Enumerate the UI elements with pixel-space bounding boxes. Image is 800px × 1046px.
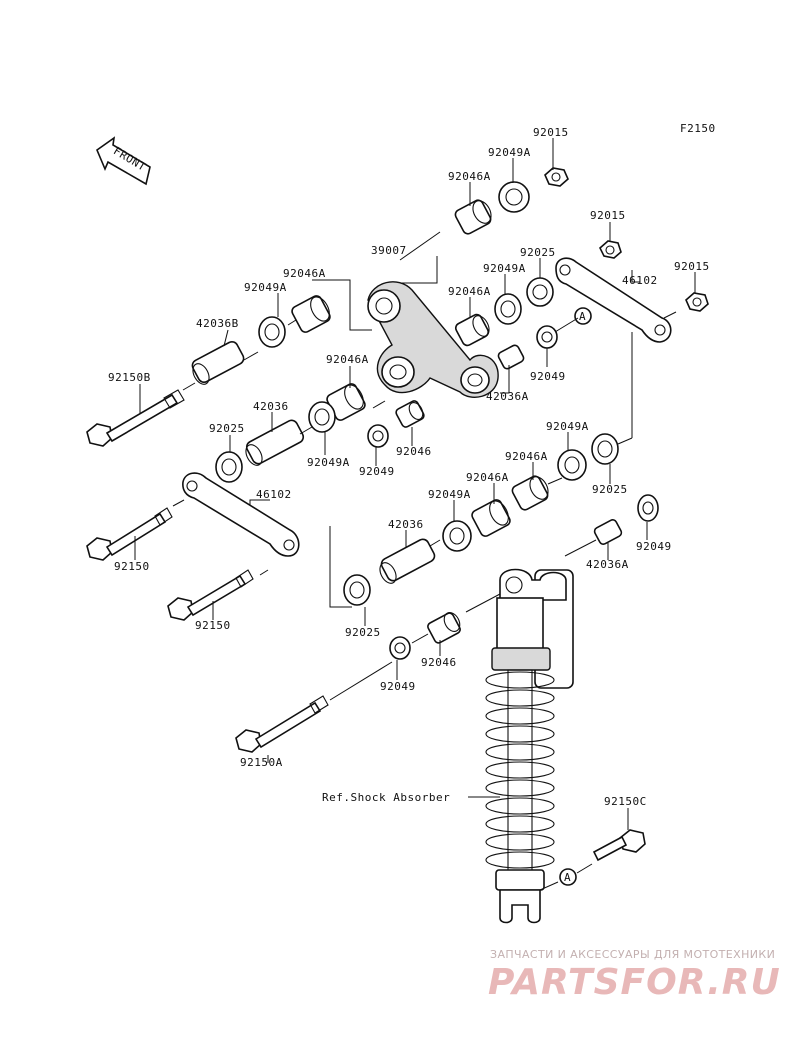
collar-42036a-upper xyxy=(497,344,525,370)
figure-code: F2150 xyxy=(680,122,716,135)
label-92025-right: 92025 xyxy=(592,483,628,496)
label-92049a-right: 92049A xyxy=(546,420,589,433)
leader-lines xyxy=(134,138,696,891)
shock-absorber xyxy=(485,568,574,924)
bolt-92150-lower xyxy=(167,569,254,621)
label-92025-lower: 92025 xyxy=(345,626,381,639)
label-92015-mid: 92015 xyxy=(590,209,626,222)
bearing-92046-center xyxy=(395,400,425,428)
washer-92049a-lower xyxy=(442,520,472,552)
bearing-92046a-lower xyxy=(471,499,511,537)
front-arrow-icon: FRONT xyxy=(96,136,151,186)
label-92049-lower: 92049 xyxy=(380,680,416,693)
bolt-92150-upper xyxy=(86,507,173,561)
label-92015-top: 92015 xyxy=(533,126,569,139)
label-92046a-lower: 92046A xyxy=(466,471,509,484)
label-92025-upper: 92025 xyxy=(520,246,556,259)
nut-92015-top xyxy=(544,167,569,187)
label-92046a-top: 92046A xyxy=(448,170,491,183)
collar-42036-lower xyxy=(379,538,436,584)
label-92046a-left-upper: 92046A xyxy=(283,267,326,280)
label-92049-center: 92049 xyxy=(359,465,395,478)
washer-92049a-upper xyxy=(494,293,522,325)
label-92150-lower: 92150 xyxy=(195,619,231,632)
label-92046a-mid: 92046A xyxy=(448,285,491,298)
washer-92049a-top xyxy=(498,181,530,213)
washer-92049-center xyxy=(367,424,389,448)
bolt-92150c xyxy=(592,829,646,862)
watermark-brand: PARTSFOR.RU xyxy=(488,962,781,1003)
label-92049-right: 92049 xyxy=(636,540,672,553)
label-46102-lower: 46102 xyxy=(256,488,292,501)
washer-92049-lower xyxy=(389,636,411,660)
washer-92025-upper xyxy=(526,277,554,307)
label-92046a-center: 92046A xyxy=(326,353,369,366)
nut-92015-right xyxy=(685,292,709,312)
label-42036a-lower: 42036A xyxy=(586,558,629,571)
label-92150b: 92150B xyxy=(108,371,151,384)
label-92046-center: 92046 xyxy=(396,445,432,458)
washer-92049-right xyxy=(637,494,659,522)
label-92049a-lower: 92049A xyxy=(428,488,471,501)
collar-42036b xyxy=(191,340,245,385)
callout-a-upper-label: A xyxy=(579,310,586,323)
label-92046a-right: 92046A xyxy=(505,450,548,463)
callout-a-lower: A xyxy=(559,868,577,886)
bearing-92046a-left-upper xyxy=(291,295,331,333)
washer-92049-upper xyxy=(536,325,558,349)
label-42036a-upper: 42036A xyxy=(486,390,529,403)
watermark-tagline: ЗАПЧАСТИ И АКСЕССУАРЫ ДЛЯ МОТОТЕХНИКИ xyxy=(490,948,776,961)
label-92049a-center: 92049A xyxy=(307,456,350,469)
bearing-92046a-top xyxy=(454,199,492,235)
washer-92049a-right xyxy=(557,449,587,481)
bearing-92046-lower xyxy=(427,612,461,644)
label-92150-upper: 92150 xyxy=(114,560,150,573)
label-92049a-upper: 92049A xyxy=(483,262,526,275)
washer-92049a-left-upper xyxy=(258,316,286,348)
tie-rod-46102-upper xyxy=(555,257,672,343)
label-92150c: 92150C xyxy=(604,795,647,808)
label-92025-left: 92025 xyxy=(209,422,245,435)
label-46102-upper: 46102 xyxy=(622,274,658,287)
rocker-arm-39007 xyxy=(367,281,499,398)
label-42036-lower: 42036 xyxy=(388,518,424,531)
bearing-92046a-mid xyxy=(454,313,490,347)
bearing-92046a-right xyxy=(511,475,549,511)
label-92150a: 92150A xyxy=(240,756,283,769)
callout-a-upper: A xyxy=(574,307,592,325)
label-92049-upper: 92049 xyxy=(530,370,566,383)
label-92049a-left-upper: 92049A xyxy=(244,281,287,294)
bolt-92150b xyxy=(86,389,185,447)
part-labels: 92015 92049A 92046A 39007 92015 92025 92… xyxy=(108,126,710,808)
washer-92049a-center xyxy=(308,401,336,433)
label-ref-shock-absorber: Ref.Shock Absorber xyxy=(322,791,450,804)
label-42036b: 42036B xyxy=(196,317,239,330)
label-92049a-top: 92049A xyxy=(488,146,531,159)
collar-42036a-lower xyxy=(593,519,623,545)
collar-42036-upper xyxy=(245,419,305,466)
washer-92025-lower xyxy=(343,574,371,606)
bolt-92150a xyxy=(235,695,329,753)
label-92046-lower: 92046 xyxy=(421,656,457,669)
tie-rod-46102-lower xyxy=(182,472,300,557)
label-39007: 39007 xyxy=(371,244,407,257)
washer-92025-right xyxy=(591,433,619,465)
callout-a-lower-label: A xyxy=(564,871,571,884)
label-42036-upper: 42036 xyxy=(253,400,289,413)
washer-92025-left xyxy=(215,451,243,483)
nut-92015-mid xyxy=(599,240,622,259)
label-92015-right: 92015 xyxy=(674,260,710,273)
